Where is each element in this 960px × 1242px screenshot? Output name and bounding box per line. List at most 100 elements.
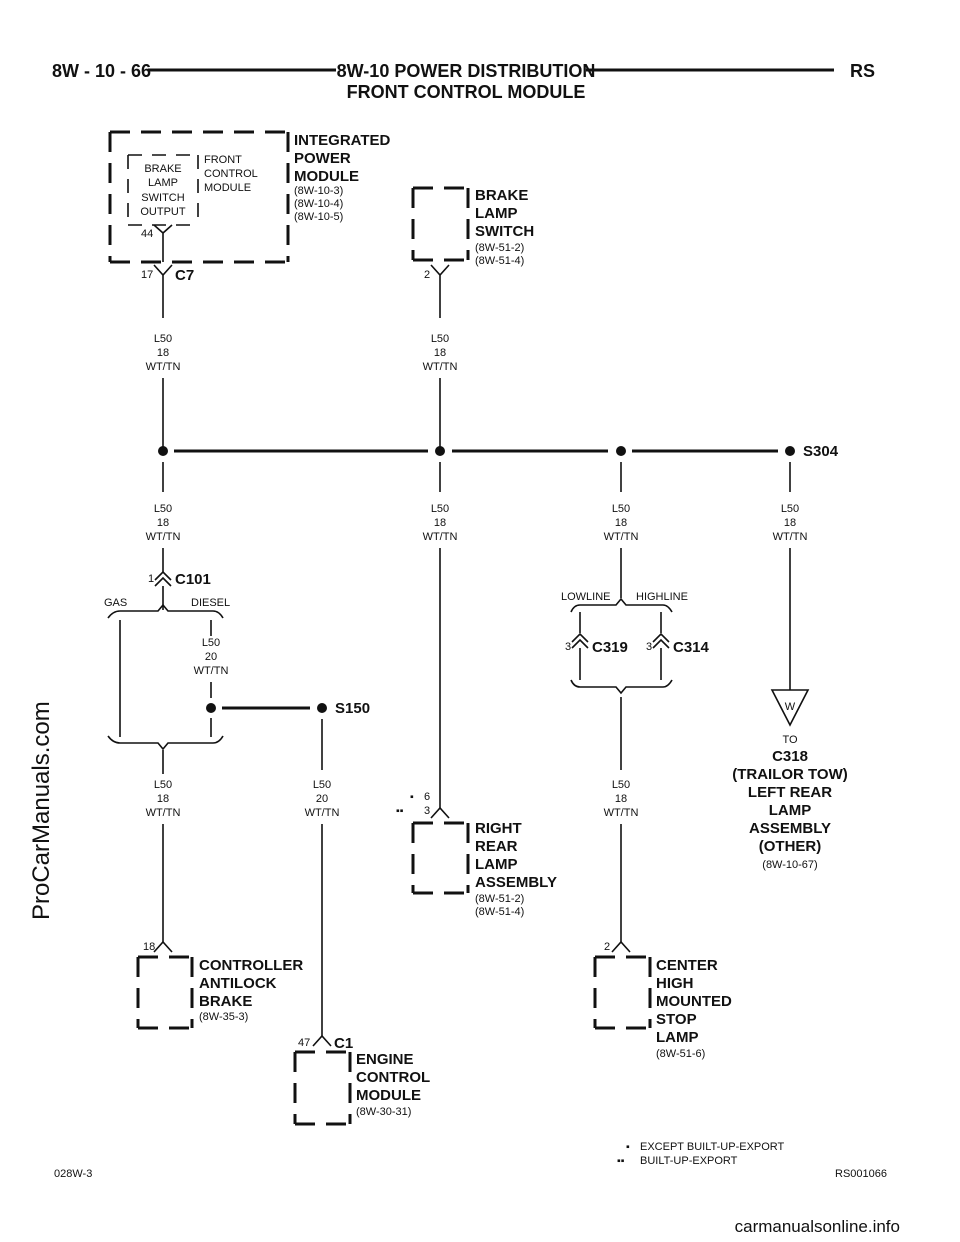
svg-text:3: 3: [565, 641, 571, 653]
model-code: RS: [850, 61, 875, 81]
svg-text:ASSEMBLY: ASSEMBLY: [475, 874, 557, 891]
svg-text:CONTROL: CONTROL: [204, 168, 258, 180]
svg-text:18: 18: [434, 347, 446, 359]
svg-text:20: 20: [316, 793, 328, 805]
diesel-label: DIESEL: [191, 597, 230, 609]
svg-text:ENGINE: ENGINE: [356, 1051, 414, 1068]
off-page-arrow-icon: [770, 689, 810, 727]
page-subtitle: FRONT CONTROL MODULE: [347, 82, 586, 102]
svg-text:L50: L50: [612, 503, 630, 515]
svg-text:WT/TN: WT/TN: [194, 665, 229, 677]
svg-text:WT/TN: WT/TN: [423, 531, 458, 543]
svg-text:L50: L50: [154, 503, 172, 515]
svg-text:3: 3: [646, 641, 652, 653]
c7-label: C7: [175, 267, 194, 284]
rrla-pin-b: 3: [424, 805, 430, 817]
fcm-pin: 44: [141, 228, 153, 240]
svg-text:(8W-51-2): (8W-51-2): [475, 242, 524, 254]
svg-text:LAMP: LAMP: [769, 802, 812, 819]
brake-lamp-switch: BRAKE LAMP SWITCH (8W-51-2) (8W-51-4) 2: [411, 186, 534, 318]
svg-text:LAMP: LAMP: [656, 1029, 699, 1046]
svg-text:1: 1: [148, 573, 154, 585]
right-rear-lamp-assembly: ▪ 6 ▪▪ 3 RIGHT REAR LAMP ASSEMBLY (8W-51…: [396, 791, 557, 918]
svg-text:L50: L50: [154, 333, 172, 345]
svg-text:TO: TO: [782, 734, 798, 746]
ipm-ref-3: (8W-10-5): [294, 211, 343, 223]
legend-built-up-export: BUILT-UP-EXPORT: [640, 1155, 738, 1167]
legend-except-export: EXCEPT BUILT-UP-EXPORT: [640, 1141, 785, 1153]
page-title: 8W-10 POWER DISTRIBUTION: [337, 61, 596, 81]
svg-text:SWITCH: SWITCH: [141, 192, 184, 204]
bls-pin: 2: [424, 269, 430, 281]
svg-text:(8W-51-6): (8W-51-6): [656, 1048, 705, 1060]
chmsl-pin: 2: [604, 941, 610, 953]
svg-text:LAMP: LAMP: [148, 177, 178, 189]
svg-text:ASSEMBLY: ASSEMBLY: [749, 820, 831, 837]
rrla-marker-double: ▪▪: [396, 805, 404, 817]
legend-marker-single: ▪: [626, 1141, 630, 1153]
svg-text:18: 18: [157, 793, 169, 805]
svg-text:18: 18: [157, 347, 169, 359]
svg-text:STOP: STOP: [656, 1011, 697, 1028]
engine-control-module: 47 C1 ENGINE CONTROL MODULE (8W-30-31): [293, 1034, 430, 1126]
ipm-ref-1: (8W-10-3): [294, 185, 343, 197]
c7-pin: 17: [141, 269, 153, 281]
svg-text:SWITCH: SWITCH: [475, 223, 534, 240]
cab-pin: 18: [143, 941, 155, 953]
page-header: 8W - 10 - 66 8W-10 POWER DISTRIBUTION FR…: [52, 61, 875, 102]
svg-text:MODULE: MODULE: [204, 182, 251, 194]
wire-label-bls: L50 18 WT/TN: [423, 333, 458, 373]
svg-text:REAR: REAR: [475, 838, 518, 855]
svg-text:(8W-35-3): (8W-35-3): [199, 1011, 248, 1023]
svg-text:WT/TN: WT/TN: [423, 361, 458, 373]
bls-connector: [430, 264, 450, 318]
svg-text:L50: L50: [313, 779, 331, 791]
svg-text:18: 18: [434, 517, 446, 529]
svg-text:18: 18: [157, 517, 169, 529]
svg-text:W: W: [785, 701, 796, 713]
svg-text:(8W-51-2): (8W-51-2): [475, 893, 524, 905]
svg-text:C318: C318: [772, 748, 808, 765]
svg-text:18: 18: [784, 517, 796, 529]
svg-text:MOUNTED: MOUNTED: [656, 993, 732, 1010]
center-high-mounted-stop-lamp: 2 CENTER HIGH MOUNTED STOP LAMP (8W-51-6…: [593, 940, 732, 1060]
bottom-watermark: carmanualsonline.info: [735, 1217, 900, 1236]
gas-label: GAS: [104, 597, 127, 609]
wire-label-chmsl: L50 18 WT/TN: [604, 779, 639, 819]
svg-text:WT/TN: WT/TN: [146, 807, 181, 819]
svg-text:HIGH: HIGH: [656, 975, 694, 992]
legend-marker-double: ▪▪: [617, 1155, 625, 1167]
rrla-pin-a: 6: [424, 791, 430, 803]
wire-label-rrla: L50 18 WT/TN: [423, 503, 458, 543]
splice-s150: S150: [206, 700, 370, 770]
c1-label: C1: [334, 1035, 353, 1052]
ipm-label-1: INTEGRATED: [294, 132, 391, 149]
svg-text:RIGHT: RIGHT: [475, 820, 522, 837]
svg-text:BRAKE: BRAKE: [475, 187, 528, 204]
svg-text:LAMP: LAMP: [475, 205, 518, 222]
front-control-module-inner: BRAKE LAMP SWITCH OUTPUT FRONT CONTROL M…: [127, 154, 258, 262]
rrla-marker-single: ▪: [410, 791, 414, 803]
figure-id: RS001066: [835, 1168, 887, 1180]
ipm-ref-2: (8W-10-4): [294, 198, 343, 210]
gas-diesel-option-bracket: GAS DIESEL L50 20 WT/TN: [104, 597, 230, 774]
svg-text:C101: C101: [175, 571, 211, 588]
splice-s304-bus: S304: [158, 443, 839, 460]
svg-text:(8W-30-31): (8W-30-31): [356, 1106, 411, 1118]
svg-text:(OTHER): (OTHER): [759, 838, 822, 855]
wire-label-ecm: L50 20 WT/TN: [305, 779, 340, 819]
lowline-highline-option: LOWLINE HIGHLINE 3 C319 3 C314: [561, 548, 710, 770]
svg-text:L50: L50: [202, 637, 220, 649]
side-watermark: ProCarManuals.com: [28, 701, 55, 920]
svg-text:OUTPUT: OUTPUT: [140, 206, 186, 218]
legend: ▪ EXCEPT BUILT-UP-EXPORT ▪▪ BUILT-UP-EXP…: [617, 1141, 785, 1167]
wire-label-cab: L50 18 WT/TN: [146, 779, 181, 819]
wire-label-ipm: L50 18 WT/TN: [146, 333, 181, 373]
svg-text:WT/TN: WT/TN: [604, 807, 639, 819]
wire-label-trailer: L50 18 WT/TN: [773, 503, 808, 543]
svg-text:(8W-51-4): (8W-51-4): [475, 255, 524, 267]
svg-text:LEFT REAR: LEFT REAR: [748, 784, 832, 801]
svg-text:CENTER: CENTER: [656, 957, 718, 974]
svg-text:WT/TN: WT/TN: [305, 807, 340, 819]
ecm-pin: 47: [298, 1037, 310, 1049]
